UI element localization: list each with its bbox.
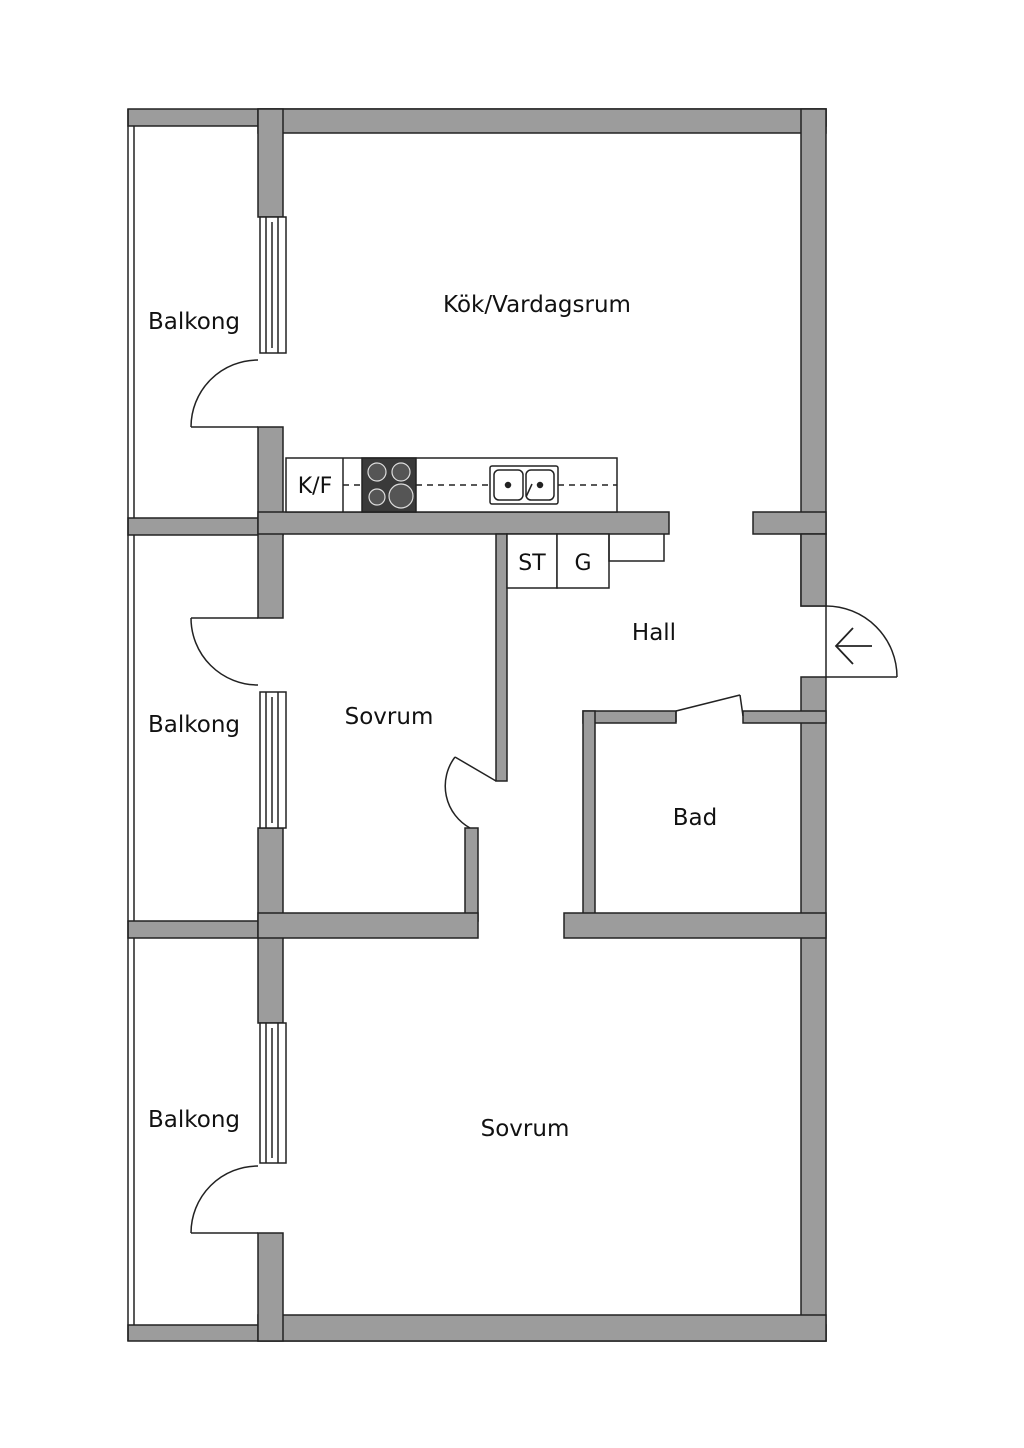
room-label-balcony-top: Balkong (148, 309, 240, 335)
sink (489, 465, 559, 505)
room-label-balcony-bottom: Balkong (148, 1107, 240, 1133)
wall-bedroom-right (495, 533, 508, 782)
windows (259, 216, 287, 1164)
wall-right-lower (800, 676, 827, 1342)
fixture-label-closet-g: G (574, 551, 591, 576)
door-balcony-bottom (190, 1165, 259, 1234)
wall-bath-bottom (563, 912, 827, 939)
window-bedroom-small (259, 691, 287, 829)
balcony-edges (127, 109, 135, 1341)
wall-hall-stub (752, 511, 827, 535)
arrow-left-icon (834, 627, 872, 665)
window-kitchen (259, 216, 287, 354)
wall-bottom-inner (257, 1314, 827, 1342)
wall-bedroom-right-low (464, 827, 479, 922)
wall-left-1 (257, 108, 284, 218)
door-entrance (825, 605, 898, 678)
wall-bath-top-right (742, 710, 827, 724)
room-label-kitchen-living: Kök/Vardagsrum (443, 292, 631, 318)
wall-bedroom-bottom (257, 912, 479, 939)
wall-kitchen-bottom (257, 511, 670, 535)
wall-entry-upper (800, 533, 827, 607)
room-label-bath: Bad (673, 805, 717, 831)
wall-top-inner (257, 108, 827, 134)
stove-burners (367, 462, 414, 509)
room-label-balcony-middle: Balkong (148, 712, 240, 738)
door-balcony-middle (190, 617, 259, 686)
closet-st (506, 533, 558, 589)
door-balcony-top (190, 359, 259, 428)
wall-bath-left (582, 710, 596, 922)
room-label-bedroom-large: Sovrum (481, 1116, 570, 1142)
kitchen-counter (285, 457, 618, 513)
fixture-label-fridge-freezer: K/F (298, 474, 333, 499)
doors (190, 359, 898, 1234)
wall-left-4 (257, 1232, 284, 1342)
door-bedroom-small (444, 756, 497, 829)
fixture-label-closet-st: ST (518, 551, 546, 576)
wall-bath-top-left (582, 710, 677, 724)
walls (127, 108, 827, 1342)
closets (506, 533, 665, 589)
room-label-hall: Hall (632, 620, 676, 646)
room-label-bedroom-small: Sovrum (345, 704, 434, 730)
window-bedroom-large (259, 1022, 287, 1164)
door-bath (675, 694, 744, 722)
